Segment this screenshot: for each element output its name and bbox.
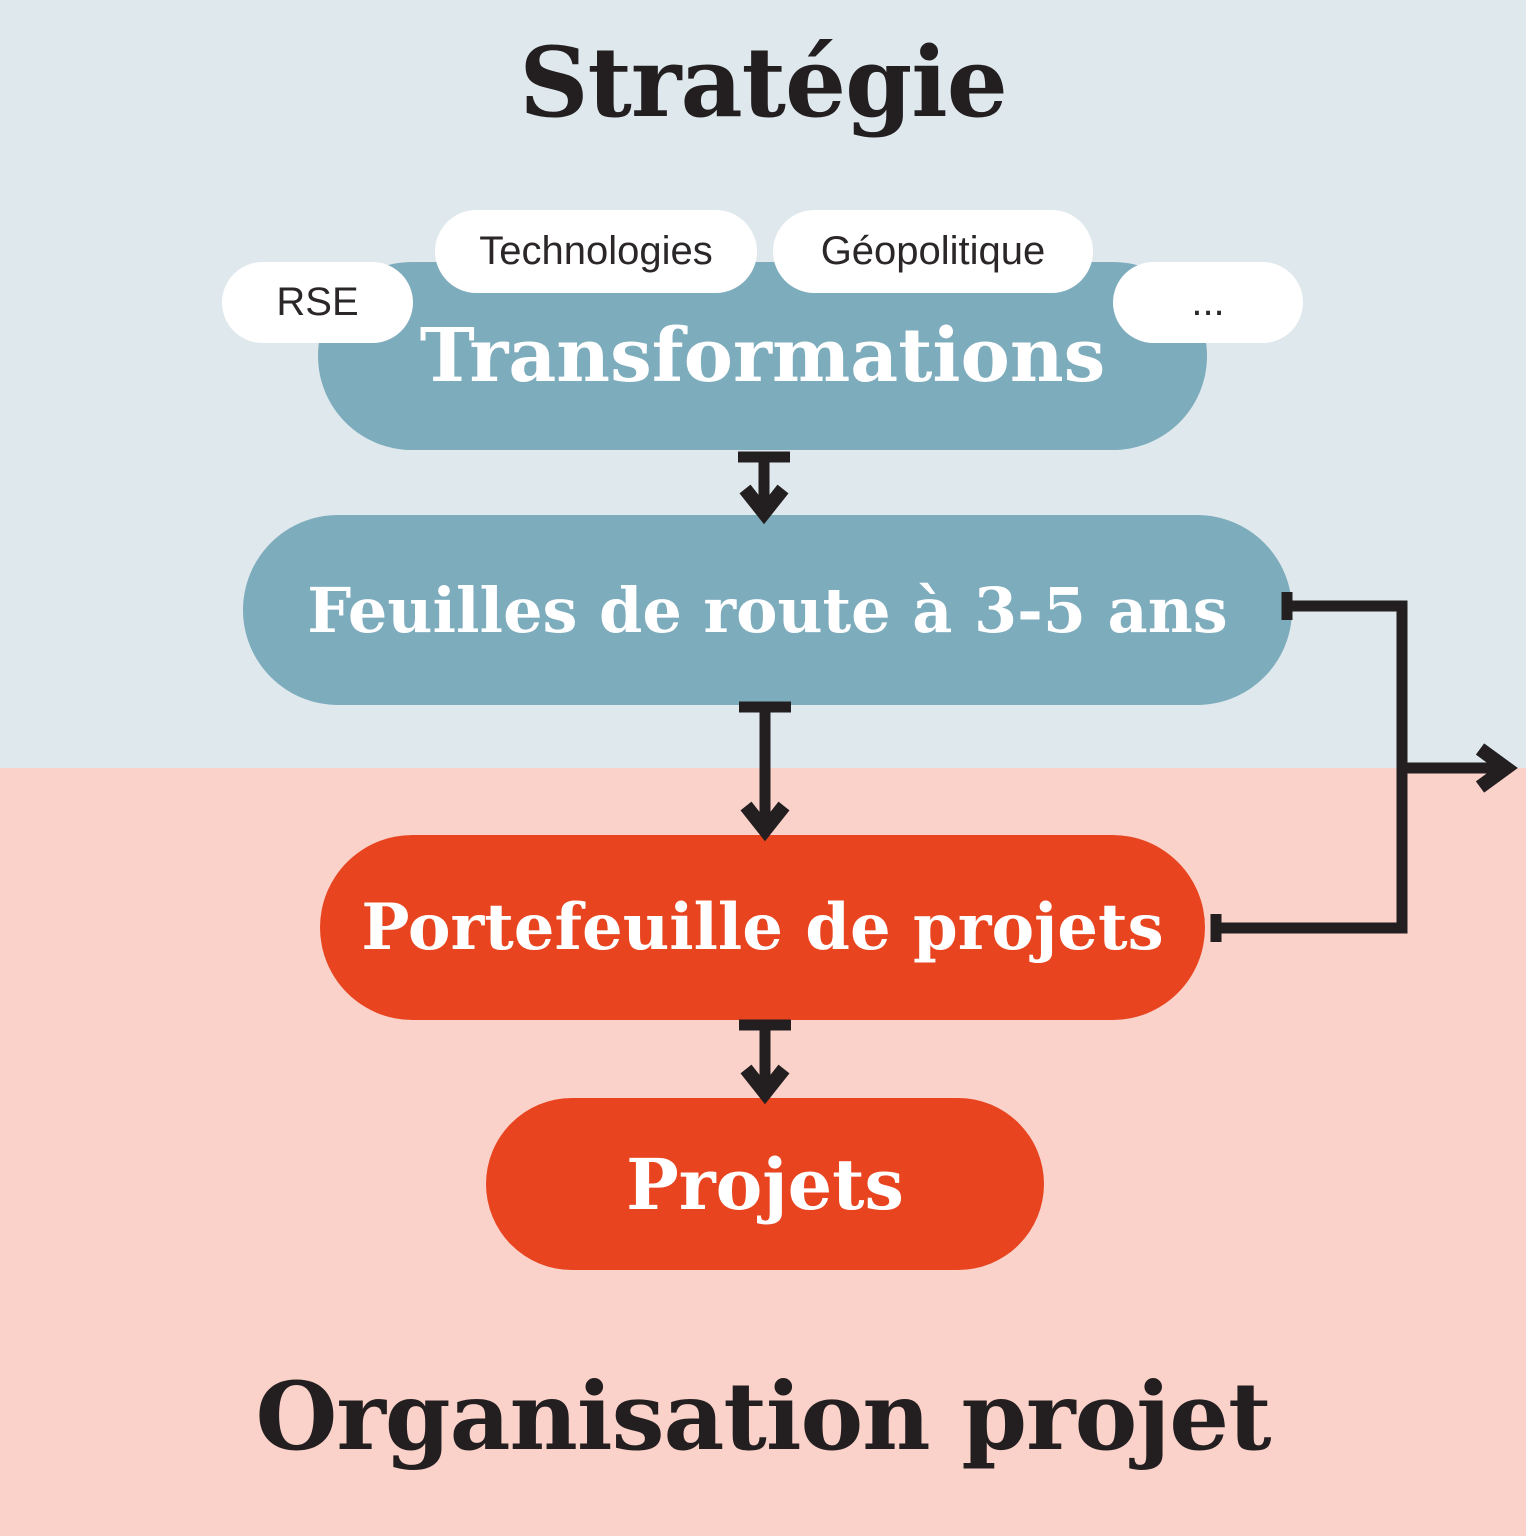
node-portfolio-label: Portefeuille de projets — [361, 890, 1164, 965]
node-projects-label: Projets — [626, 1142, 904, 1226]
tag-pill-geopolitique: Géopolitique — [773, 210, 1093, 293]
node-transformations-label: Transformations — [419, 313, 1106, 399]
tag-geopolitique-label: Géopolitique — [820, 229, 1046, 273]
node-transformations: Transformations — [318, 262, 1207, 450]
strategy-zone-title: Stratégie — [519, 26, 1008, 139]
project-zone-title: Organisation projet — [255, 1362, 1272, 1472]
node-project-portfolio: Portefeuille de projets — [320, 835, 1205, 1020]
tag-pill-rse: RSE — [222, 262, 413, 343]
node-roadmaps-label: Feuilles de route à 3-5 ans — [307, 573, 1228, 647]
tag-technologies-label: Technologies — [479, 229, 713, 273]
tag-rse-label: RSE — [276, 280, 359, 324]
node-projects: Projets — [486, 1098, 1044, 1270]
node-roadmaps-3-5-years: Feuilles de route à 3-5 ans — [243, 515, 1292, 705]
tag-pill-technologies: Technologies — [435, 210, 757, 293]
tag-ellipsis-label: ... — [1191, 280, 1225, 324]
tag-pill-ellipsis: ... — [1113, 262, 1303, 343]
